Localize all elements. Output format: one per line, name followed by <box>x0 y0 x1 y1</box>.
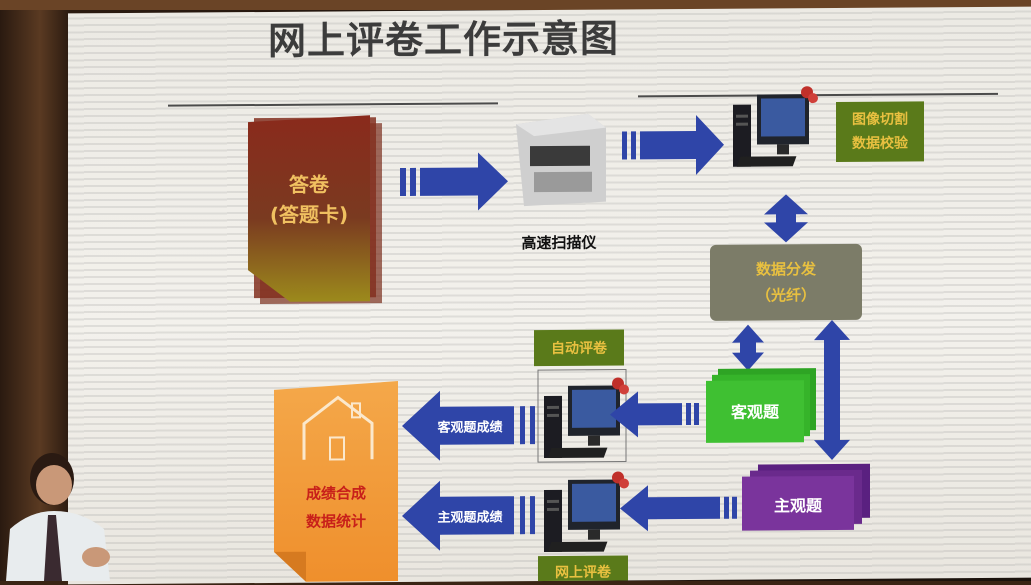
house-icon <box>302 395 374 460</box>
diagram-canvas <box>248 86 924 585</box>
arrow-subjective-to-pc <box>620 485 737 532</box>
score-merge-label: 成绩合成 数据统计 <box>274 479 398 536</box>
scanner-label: 高速扫描仪 <box>521 233 597 253</box>
image-cut-line1: 图像切割 <box>852 111 908 128</box>
data-dispatch-line2: （光纤） <box>755 286 816 305</box>
auto-grading-label: 自动评卷 <box>551 340 607 357</box>
answer-sheet-line1: 答卷 <box>289 172 329 197</box>
answer-sheet-label: 答卷 (答题卡) <box>248 169 370 230</box>
image-cut-label: 图像切割 数据校验 <box>836 107 924 156</box>
online-grading-box <box>538 555 628 585</box>
image-cut-line2: 数据校验 <box>852 135 908 152</box>
subjective-label: 主观题 <box>773 496 822 516</box>
wall-strip <box>0 0 1031 10</box>
arrow-dispatch-objective <box>732 324 764 371</box>
speaker-person <box>6 453 110 581</box>
subjective-score-label: 主观题成绩 <box>437 510 503 526</box>
objective-label: 客观题 <box>730 402 779 422</box>
auto-grading-box <box>534 329 624 367</box>
arrow-dispatch-subjective <box>814 320 850 461</box>
projection-screen: 网上评卷工作示意图 <box>68 6 1031 585</box>
image-cut-box <box>836 101 924 162</box>
data-dispatch-box <box>710 243 862 321</box>
arrow-objective-to-pc <box>610 391 699 438</box>
score-merge-document <box>274 381 398 582</box>
score-merge-line1: 成绩合成 <box>305 484 366 503</box>
score-merge-line2: 数据统计 <box>305 512 366 531</box>
arrow-objective-score <box>402 390 535 461</box>
objective-stack <box>706 368 816 443</box>
objective-score-label: 客观题成绩 <box>437 420 503 436</box>
arrow-answer-to-scanner <box>400 152 508 211</box>
arrow-scanner-to-pc <box>622 114 724 175</box>
data-dispatch-line1: 数据分发 <box>755 260 816 279</box>
subjective-stack <box>742 463 870 531</box>
data-dispatch-label: 数据分发 （光纤） <box>710 256 862 309</box>
computer-icon-bottom <box>544 471 629 553</box>
answer-sheet-line2: (答题卡) <box>269 202 349 227</box>
computer-icon-top <box>733 86 818 167</box>
answer-sheet-stack <box>248 115 382 305</box>
online-grading-label: 网上评卷 <box>555 564 611 581</box>
arrow-subjective-score <box>402 480 535 551</box>
scanner-device <box>516 113 606 207</box>
arrow-pc-dispatch <box>764 194 808 243</box>
